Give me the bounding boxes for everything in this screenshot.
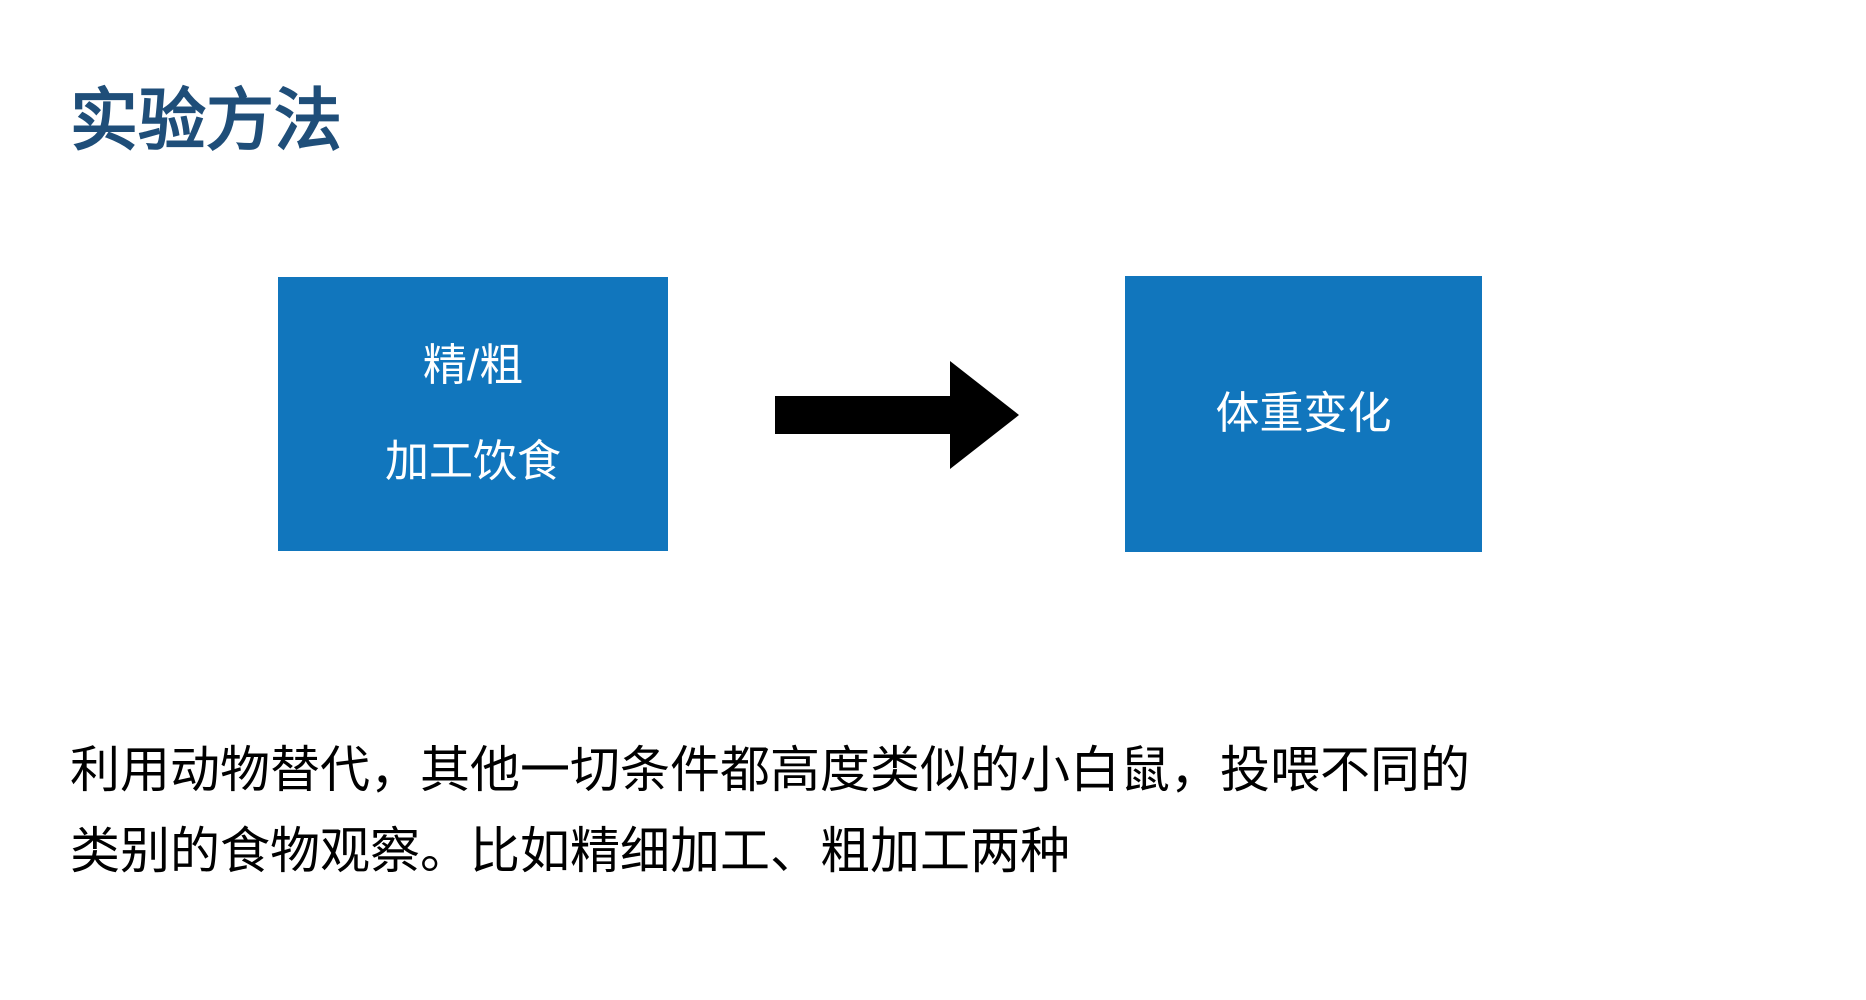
process-box-input-line1: 精/粗: [422, 341, 524, 390]
process-box-output-line1: 体重变化: [1215, 389, 1392, 438]
body-paragraph-line-1: 利用动物替代，其他一切条件都高度类似的小白鼠，投喂不同的: [70, 742, 1470, 798]
process-box-input[interactable]: 精/粗 加工饮食: [278, 277, 668, 551]
arrow-right-glyph: [775, 361, 1019, 469]
page-title: 实验方法: [70, 83, 343, 159]
process-box-output[interactable]: 体重变化: [1125, 276, 1482, 552]
arrow-right-icon: [770, 355, 1030, 475]
process-flow-diagram: 精/粗 加工饮食 体重变化: [278, 276, 1482, 552]
body-paragraph: 利用动物替代，其他一切条件都高度类似的小白鼠，投喂不同的 类别的食物观察。比如精…: [70, 730, 1830, 892]
body-paragraph-line-2: 类别的食物观察。比如精细加工、粗加工两种: [70, 823, 1070, 879]
process-box-input-line2: 加工饮食: [385, 437, 561, 486]
